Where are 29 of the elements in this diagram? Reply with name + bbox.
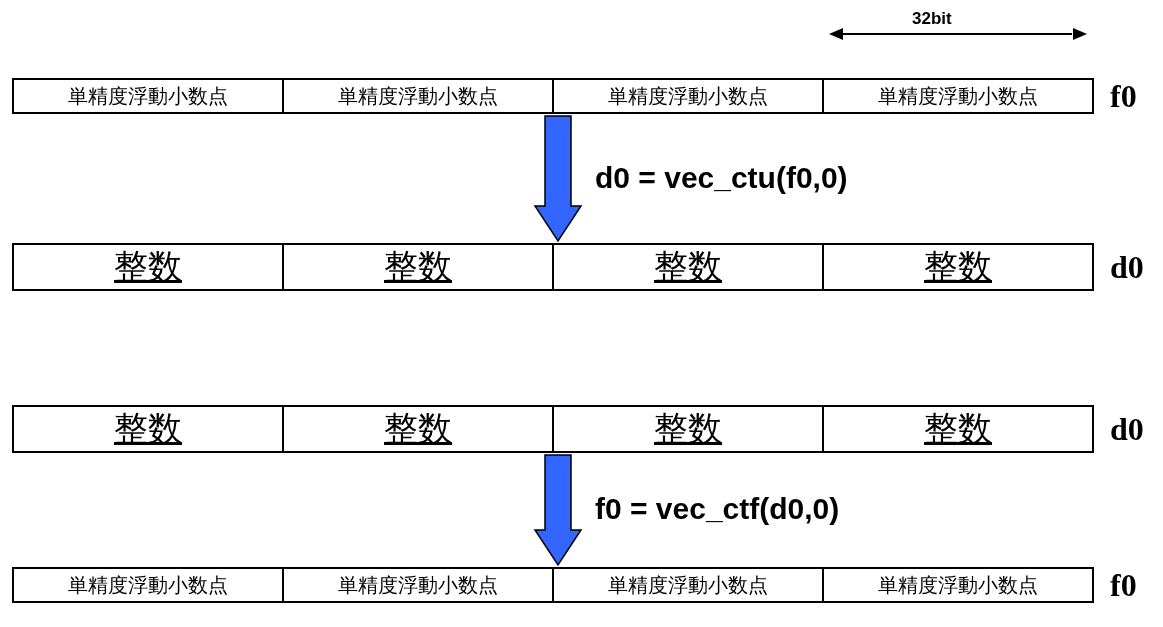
- cell-text: 単精度浮動小数点: [878, 82, 1038, 110]
- register-bar: [12, 243, 1094, 291]
- register-bar: [12, 78, 1094, 114]
- cell-text: 整数: [114, 245, 182, 288]
- cell-text: 整数: [924, 245, 992, 288]
- cell-text: 整数: [924, 407, 992, 450]
- cell-text: 単精度浮動小数点: [338, 82, 498, 110]
- register-name: f0: [1110, 80, 1137, 112]
- cell-text: 整数: [384, 407, 452, 450]
- edge-label: f0 = vec_ctf(d0,0): [595, 492, 840, 525]
- block-arrow: [533, 454, 583, 567]
- cell-text: 整数: [114, 407, 182, 450]
- cell-text: 単精度浮動小数点: [608, 82, 768, 110]
- edge-label: d0 = vec_ctu(f0,0): [595, 160, 848, 194]
- cell-text: 単精度浮動小数点: [68, 82, 228, 110]
- cell-text: 単精度浮動小数点: [338, 571, 498, 599]
- register-bar: [12, 405, 1094, 453]
- register-name: f0: [1110, 569, 1137, 601]
- dimension-label: 32bit: [912, 10, 952, 27]
- cell-text: 整数: [384, 245, 452, 288]
- cell-text: 整数: [654, 407, 722, 450]
- cell-text: 単精度浮動小数点: [68, 571, 228, 599]
- cell-text: 単精度浮動小数点: [878, 571, 1038, 599]
- cell-text: 単精度浮動小数点: [608, 571, 768, 599]
- register-bar: [12, 567, 1094, 603]
- block-arrow: [533, 115, 583, 243]
- register-name: d0: [1110, 251, 1144, 283]
- register-name: d0: [1110, 413, 1144, 445]
- cell-text: 整数: [654, 245, 722, 288]
